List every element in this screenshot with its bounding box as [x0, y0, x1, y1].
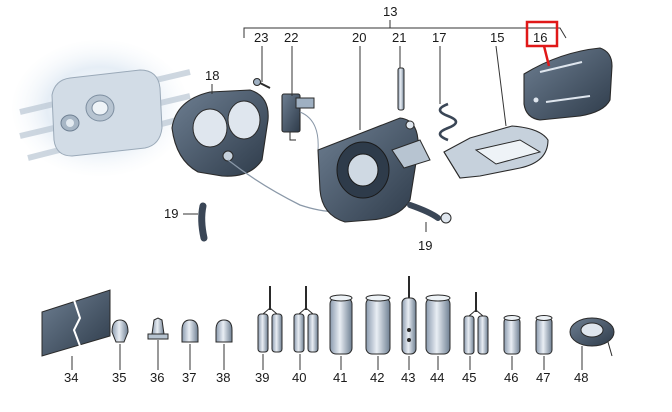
part-38-cap-nut [215, 319, 233, 370]
callout-16: 16 [533, 30, 547, 45]
label-35: 35 [112, 370, 126, 385]
callout-18: 18 [205, 68, 219, 83]
label-45: 45 [462, 370, 476, 385]
label-47: 47 [536, 370, 550, 385]
small-part-labels: 34 35 36 37 38 39 40 41 42 43 44 45 46 4… [64, 370, 588, 385]
callout-20: 20 [352, 30, 366, 45]
label-43: 43 [401, 370, 415, 385]
label-48: 48 [574, 370, 588, 385]
callout-19-right: 19 [418, 238, 432, 253]
part-23-screw [253, 78, 271, 89]
part-48-tape-roll [569, 317, 615, 370]
callout-22: 22 [284, 30, 298, 45]
callout-17: 17 [432, 30, 446, 45]
part-46-cylinder [503, 315, 521, 370]
label-37: 37 [182, 370, 196, 385]
part-15-hinge [443, 125, 549, 179]
part-17-spring [438, 102, 458, 142]
label-34: 34 [64, 370, 78, 385]
part-16-flap-cover [523, 47, 613, 121]
part-19-hose-left [198, 202, 208, 242]
label-46: 46 [504, 370, 518, 385]
part-21-pin [397, 67, 405, 111]
part-43-probe [401, 276, 417, 370]
callout-23: 23 [254, 30, 268, 45]
callout-19-left: 19 [164, 206, 178, 221]
label-40: 40 [292, 370, 306, 385]
part-37-cap-nut [181, 319, 199, 370]
callout-21: 21 [392, 30, 406, 45]
callout-labels: 13 23 22 20 21 17 15 16 18 19 19 [164, 4, 547, 253]
part-19-hose-right [407, 202, 452, 224]
part-40-twin-tube [293, 286, 319, 370]
label-39: 39 [255, 370, 269, 385]
label-44: 44 [430, 370, 444, 385]
label-36: 36 [150, 370, 164, 385]
part-22-actuator [281, 93, 319, 151]
part-18-housing [171, 89, 269, 177]
part-39-twin-tube [257, 286, 283, 370]
highlight-16 [525, 20, 559, 67]
part-35-clip [111, 319, 129, 370]
part-41-cylinder [329, 294, 353, 370]
part-36-rivet [147, 317, 169, 370]
callout-15: 15 [490, 30, 504, 45]
small-parts-row [41, 276, 615, 370]
part-45-twin-tube [463, 292, 489, 370]
leader-lines [183, 20, 567, 232]
label-41: 41 [333, 370, 347, 385]
part-47-cylinder [535, 315, 553, 370]
label-38: 38 [216, 370, 230, 385]
label-42: 42 [370, 370, 384, 385]
part-34-sealing-sheet [41, 289, 111, 370]
car-body-cutaway [12, 40, 191, 176]
part-20-flap-unit [317, 117, 431, 223]
part-44-cylinder [425, 294, 451, 370]
part-42-cylinder [365, 294, 391, 370]
callout-13: 13 [383, 4, 397, 19]
